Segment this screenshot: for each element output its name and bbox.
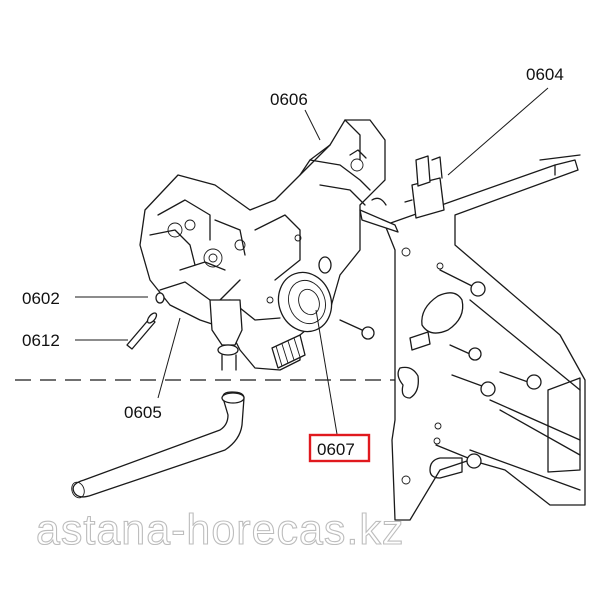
callout-0605: 0605 (124, 403, 162, 422)
hose (71, 391, 245, 499)
spring-assembly (271, 334, 306, 369)
mounting-plate (384, 154, 586, 521)
highlight-box (308, 433, 371, 463)
leader-lines (75, 87, 549, 441)
microswitch-0604 (404, 155, 445, 219)
valve-outlet-0605 (159, 281, 243, 371)
callout-0602: 0602 (22, 289, 60, 308)
pin-0612 (126, 312, 158, 350)
plate-screws (339, 269, 542, 469)
callout-0606: 0606 (270, 90, 308, 109)
callout-0607: 0607 (317, 440, 355, 459)
brew-unit-body (139, 119, 399, 371)
callout-0612: 0612 (22, 331, 60, 350)
callout-0604: 0604 (526, 65, 564, 84)
watermark: astana-horecas.kz (36, 506, 404, 554)
oring-0602 (155, 292, 165, 304)
gear-wheel-0607 (277, 256, 333, 333)
